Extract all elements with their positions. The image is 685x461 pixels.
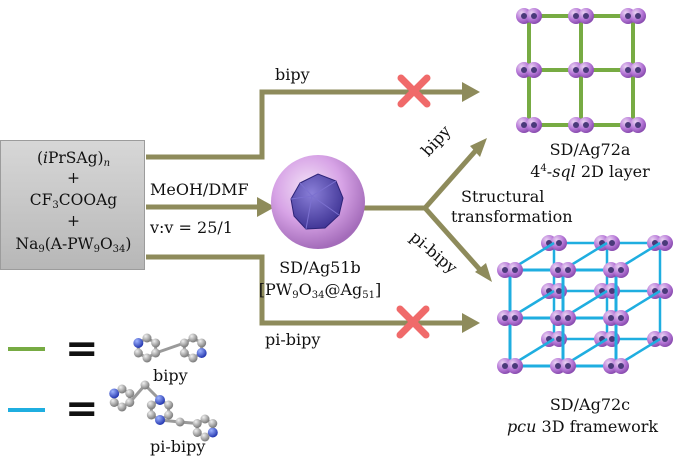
nitrogen-atom xyxy=(109,388,120,399)
intermediate-name: SD/Ag51b xyxy=(279,258,361,277)
carbon-atom xyxy=(151,338,161,348)
carbon-atom xyxy=(179,338,189,348)
carbon-atom xyxy=(197,338,207,348)
transformation-line2: transformation xyxy=(451,207,573,226)
transformation-line1: Structural xyxy=(461,187,545,206)
plus-1: + xyxy=(67,169,80,187)
ag-node xyxy=(550,310,576,326)
plus-2: + xyxy=(67,212,80,230)
pcu-3d-framework xyxy=(497,235,673,374)
carbon-atom xyxy=(200,414,210,424)
ag-node xyxy=(568,8,594,24)
carbon-atom xyxy=(146,410,156,420)
bond xyxy=(155,341,185,355)
carbon-atom xyxy=(164,410,174,420)
ag-node xyxy=(620,8,646,24)
product-a-name: SD/Ag72a xyxy=(549,140,631,159)
intermediate-formula: [PW9O34@Ag51] xyxy=(258,280,382,301)
bipy-molecule-icon xyxy=(133,333,207,363)
nitrogen-atom xyxy=(133,338,144,348)
ag-node xyxy=(603,310,629,326)
carbon-atom xyxy=(109,398,119,407)
carbon-atom xyxy=(192,428,202,437)
reaction-arrows xyxy=(146,89,484,326)
ag-node xyxy=(550,262,576,278)
nitrogen-atom xyxy=(207,427,218,438)
ag-node xyxy=(550,358,576,374)
top-path-label: bipy xyxy=(275,65,310,84)
bottom-path-label: pi-bipy xyxy=(265,330,321,349)
carbon-atom xyxy=(164,400,174,410)
bottom-path-arrow xyxy=(146,254,470,326)
product-c-name: SD/Ag72c xyxy=(549,395,631,414)
nitrogen-atom xyxy=(196,348,207,358)
carbon-atom xyxy=(117,402,127,412)
legend-pibipy-label: pi-bipy xyxy=(150,437,206,456)
top-path-arrow xyxy=(146,89,470,160)
carbon-atom xyxy=(200,432,210,442)
reagent-line-5: Na9(A-PW9O34) xyxy=(15,235,132,255)
pibipy-molecule-icon xyxy=(109,380,218,442)
legend-equals-1: = xyxy=(65,326,99,372)
product-c-desc: pcu 3D framework xyxy=(506,417,659,436)
blocked-cross-top xyxy=(397,74,431,108)
carbon-atom xyxy=(133,348,143,358)
ag-node xyxy=(620,62,646,78)
branch-up-arrow xyxy=(423,146,480,210)
ag-node xyxy=(620,117,646,133)
legend-bipy-label: bipy xyxy=(153,366,188,385)
ag-node xyxy=(516,62,542,78)
carbon-atom xyxy=(192,419,202,428)
ag-node xyxy=(647,283,673,299)
ag-node xyxy=(568,62,594,78)
carbon-atom xyxy=(175,417,185,427)
ratio-label: v:v = 25/1 xyxy=(150,218,233,237)
ag-node xyxy=(497,262,523,278)
ag-node xyxy=(603,262,629,278)
reagent-line-3: CF3COOAg xyxy=(29,191,118,211)
ag51-cluster-sphere xyxy=(271,155,365,249)
ag-node xyxy=(497,358,523,374)
product-a-desc: 44-sql 2D layer xyxy=(530,162,650,181)
carbon-atom xyxy=(188,333,198,343)
sql-2d-layer xyxy=(516,8,646,133)
ag-node xyxy=(603,358,629,374)
carbon-atom xyxy=(140,380,150,390)
solvent-label: MeOH/DMF xyxy=(150,180,249,199)
blocked-cross-bottom xyxy=(396,305,430,339)
ag-node xyxy=(516,117,542,133)
reagent-line-1: (iPrSAg)n xyxy=(36,149,111,169)
ag-node xyxy=(647,331,673,347)
ag-node xyxy=(516,8,542,24)
ag-node xyxy=(647,235,673,251)
carbon-atom xyxy=(142,333,152,343)
carbon-atom xyxy=(179,348,189,358)
branch-down-arrow xyxy=(423,206,484,274)
nitrogen-atom xyxy=(155,395,165,405)
reagents-box: (iPrSAg)n + CF3COOAg + Na9(A-PW9O34) xyxy=(0,140,145,270)
carbon-atom xyxy=(146,400,156,410)
legend-equals-2: = xyxy=(65,386,99,432)
carbon-atom xyxy=(125,389,135,398)
ag-node xyxy=(568,117,594,133)
carbon-atom xyxy=(125,398,135,407)
carbon-atom xyxy=(208,419,218,428)
carbon-atom xyxy=(142,353,152,363)
carbon-atom xyxy=(117,384,127,394)
arrowheads xyxy=(257,82,492,333)
carbon-atom xyxy=(151,348,161,358)
nitrogen-atom xyxy=(155,415,165,425)
carbon-atom xyxy=(188,353,198,363)
ag-node xyxy=(497,310,523,326)
